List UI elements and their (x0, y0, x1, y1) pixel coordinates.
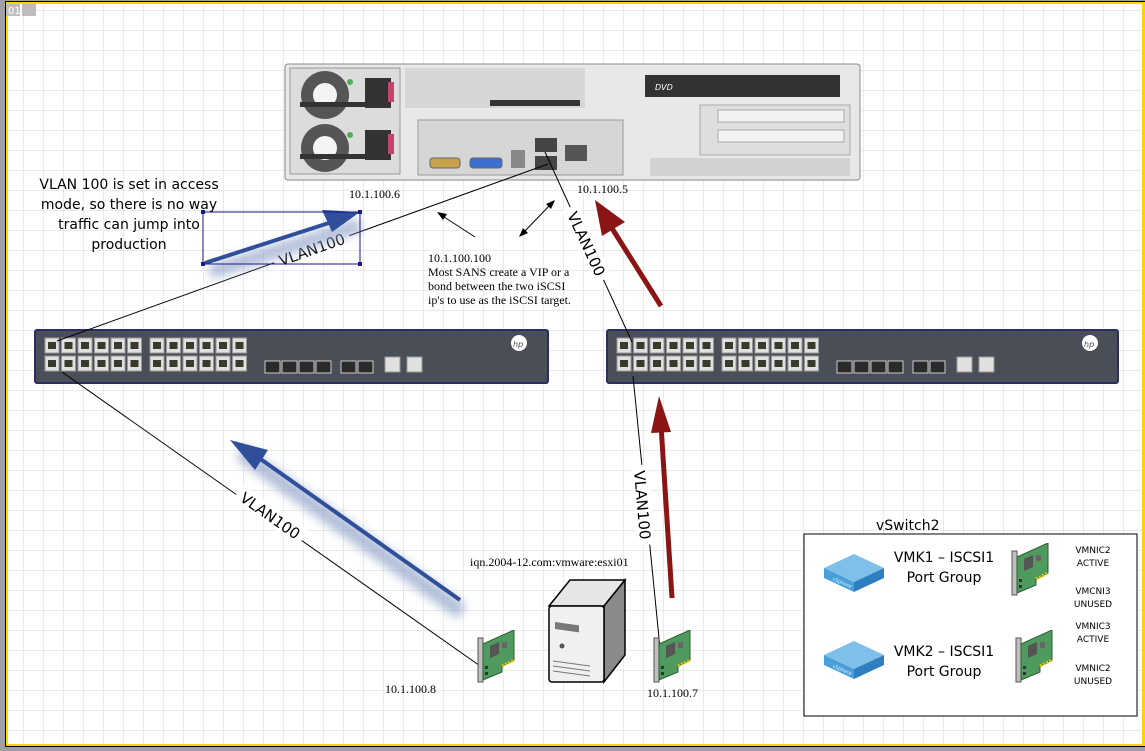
storage-ip-left: 10.1.100.6 (349, 187, 400, 201)
vip-ip: 10.1.100.100 (428, 251, 491, 265)
unused-nic-status: UNUSED (1074, 600, 1112, 610)
page-tab[interactable] (6, 4, 20, 16)
access-note-line: traffic can jump into (58, 217, 200, 233)
port-group-name: VMK2 – ISCSI1 (894, 644, 994, 660)
page-image-icon[interactable] (22, 4, 36, 16)
sfp-port[interactable] (912, 360, 929, 374)
active-nic-name: VMNIC2 (1075, 546, 1110, 556)
sfp-port[interactable] (264, 360, 281, 374)
sfp-port[interactable] (298, 360, 315, 374)
access-note-line: VLAN 100 is set in access (39, 177, 218, 193)
port-group-label: Port Group (907, 570, 982, 586)
vip-note-line: bond between the two iSCSI (428, 279, 565, 293)
port-group-name: VMK1 – ISCSI1 (894, 550, 994, 566)
access-note-line: mode, so there is no way (41, 197, 217, 213)
sfp-port[interactable] (836, 360, 853, 374)
sfp-port[interactable] (281, 360, 298, 374)
management-port[interactable] (956, 356, 973, 373)
pointer-arrow (437, 212, 476, 238)
host-nic-left-ip: 10.1.100.8 (385, 682, 436, 696)
vlan-label-switch2-host: VLAN100 (630, 470, 654, 540)
network-switch-2: hp (606, 329, 1119, 384)
sfp-port[interactable] (853, 360, 870, 374)
access-mode-note: VLAN 100 is set in access mode, so there… (39, 177, 218, 253)
port-group-2[interactable]: VMK2 – ISCSI1 Port Group VMNIC3 ACTIVE V… (824, 622, 1112, 687)
active-nic-name: VMNIC3 (1075, 622, 1110, 632)
active-nic-status: ACTIVE (1077, 559, 1110, 569)
blue-arrow-from-host[interactable] (230, 440, 467, 619)
storage-server: DVD (284, 63, 861, 181)
esxi-host-server-icon[interactable] (547, 577, 627, 685)
sfp-port[interactable] (315, 360, 332, 374)
management-port[interactable] (384, 356, 401, 373)
bidirectional-arrow (519, 200, 555, 237)
dvd-logo: DVD (655, 83, 673, 92)
storage-ip-right: 10.1.100.5 (577, 182, 628, 196)
sfp-port[interactable] (357, 360, 374, 374)
red-arrow-to-storage[interactable] (595, 200, 664, 308)
host-iqn: iqn.2004-12.com:vmware:esxi01 (470, 555, 629, 569)
unused-nic-status: UNUSED (1074, 677, 1112, 687)
vip-note: 10.1.100.100 Most SANS create a VIP or a… (428, 251, 571, 307)
selection-box[interactable] (202, 211, 361, 265)
red-arrow-to-switch2[interactable] (651, 396, 675, 599)
port-group-1[interactable]: VMK1 – ISCSI1 Port Group VMNIC2 ACTIVE V… (824, 543, 1112, 610)
port-group-label: Port Group (907, 664, 982, 680)
sfp-port[interactable] (870, 360, 887, 374)
unused-nic-name: VMNIC2 (1075, 664, 1110, 674)
vip-note-line: ip's to use as the iSCSI target. (428, 293, 571, 307)
vip-note-line: Most SANS create a VIP or a (428, 265, 570, 279)
console-port[interactable] (406, 356, 423, 373)
sfp-port[interactable] (340, 360, 357, 374)
access-note-line: production (91, 237, 166, 253)
active-nic-status: ACTIVE (1077, 635, 1110, 645)
page-tab-number: 01 (8, 6, 21, 17)
unused-nic-name: VMCNI3 (1075, 587, 1110, 597)
vswitch-title: vSwitch2 (876, 518, 939, 534)
sfp-port[interactable] (929, 360, 946, 374)
svg-text:hp: hp (1084, 340, 1094, 349)
svg-text:hp: hp (513, 340, 523, 349)
sfp-port[interactable] (887, 360, 904, 374)
console-port[interactable] (978, 356, 995, 373)
network-switch-1: hp (34, 329, 549, 384)
host-nic-right-ip: 10.1.100.7 (647, 686, 698, 700)
